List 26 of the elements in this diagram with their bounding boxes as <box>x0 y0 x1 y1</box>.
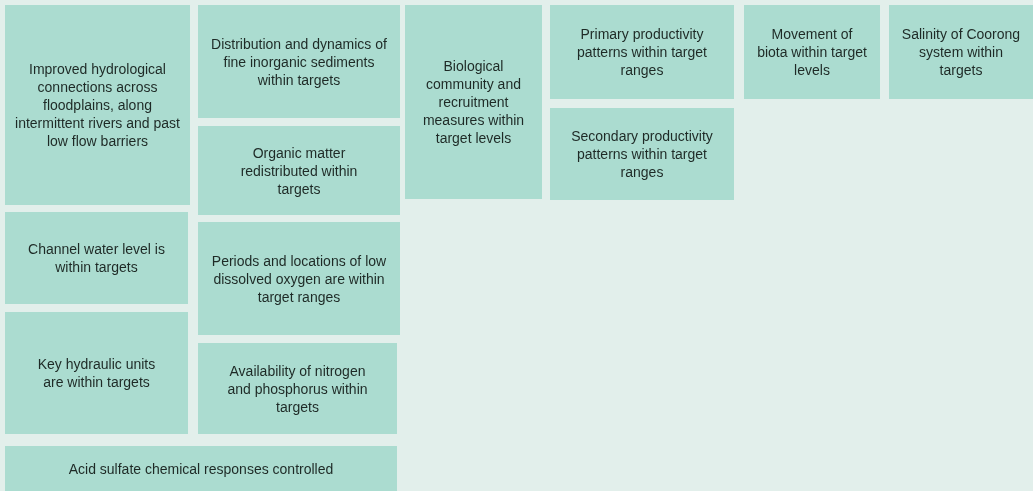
outcome-text: Movement of biota within target levels <box>757 25 867 79</box>
outcome-text: Channel water level is within targets <box>27 240 166 276</box>
outcome-box <box>405 5 542 199</box>
outcome-box <box>198 5 400 118</box>
outcome-box <box>550 108 734 200</box>
outcome-text: Improved hydrological connections across floodplains, along intermittent rivers and past low flow barriers <box>15 60 180 150</box>
outcome-text: Distribution and dynamics of fine inorganic sediments within targets <box>210 34 388 89</box>
outcome-text: Key hydraulic units are within targets <box>36 355 157 391</box>
outcome-text: Periods and locations of low dissolved oxygen are within target ranges <box>210 251 388 306</box>
outcome-box <box>198 126 400 215</box>
outcome-text: Salinity of Coorong system within targets <box>900 25 1022 79</box>
outcome-box <box>744 5 880 99</box>
outcome-box <box>5 5 190 205</box>
outcome-box <box>889 5 1033 99</box>
outcome-text: Availability of nitrogen and phosphorus within targets <box>226 361 369 416</box>
outcome-text: Secondary productivity patterns within target ranges <box>570 127 714 181</box>
outcome-box <box>5 446 397 491</box>
outcome-text: Acid sulfate chemical responses controlled <box>68 459 334 478</box>
outcome-text: Biological community and recruitment measures within target levels <box>421 57 526 147</box>
outcome-box <box>5 212 188 304</box>
outcome-box <box>198 343 397 434</box>
outcome-box <box>198 222 400 335</box>
outcome-text: Primary productivity patterns within target ranges <box>576 25 708 79</box>
outcome-box <box>5 312 188 434</box>
outcome-text: Organic matter redistributed within targets <box>239 143 359 198</box>
outcome-box <box>550 5 734 99</box>
